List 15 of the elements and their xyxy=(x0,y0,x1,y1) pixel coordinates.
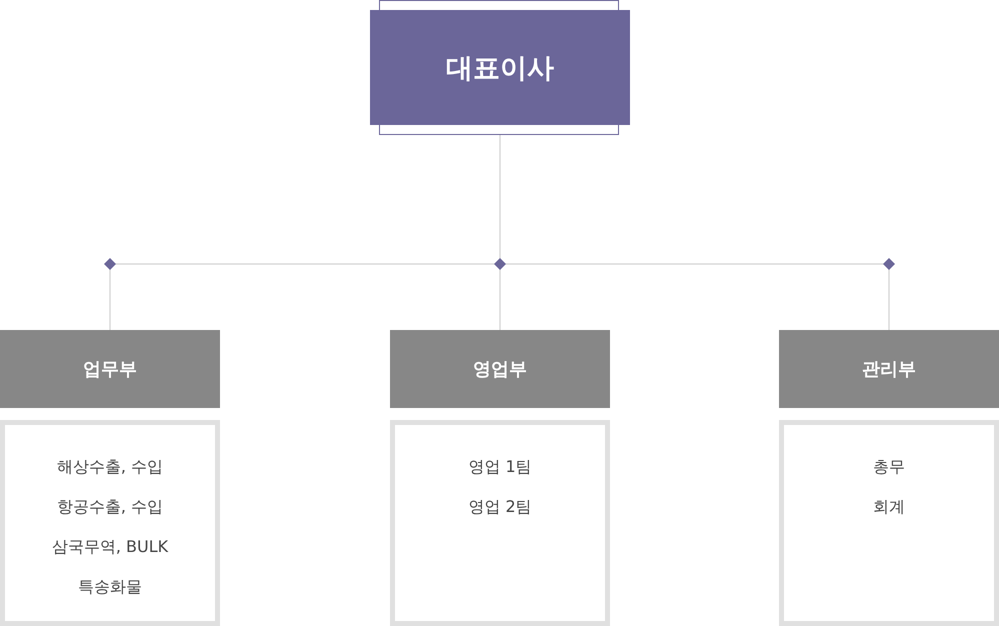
list-item: 항공수출, 수입 xyxy=(56,496,164,518)
list-box xyxy=(0,420,220,626)
list-item: 총무 xyxy=(873,456,905,478)
list-item: 영업 1팀 xyxy=(468,456,532,478)
department-box: 업무부 xyxy=(0,330,220,408)
department-box: 관리부 xyxy=(779,330,999,408)
list-item: 삼국무역, BULK xyxy=(52,536,168,558)
list-item: 영업 2팀 xyxy=(468,496,532,518)
list-box xyxy=(390,420,610,626)
title-box: 대표이사 xyxy=(370,10,630,125)
list-item: 특송화물 xyxy=(78,576,142,598)
list-item: 해상수출, 수입 xyxy=(56,456,164,478)
department-box: 영업부 xyxy=(390,330,610,408)
list-item: 회계 xyxy=(873,496,905,518)
list-box xyxy=(779,420,999,626)
